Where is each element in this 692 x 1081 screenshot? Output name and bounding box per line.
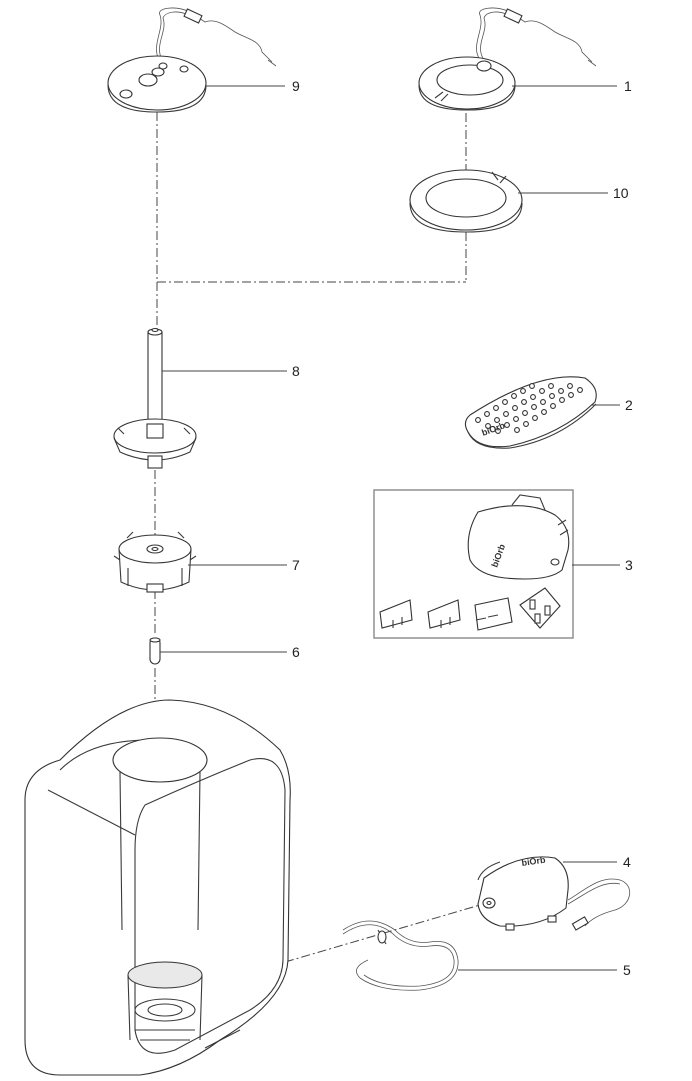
part-8-filter-tube: [113, 327, 197, 469]
callout-8: 8: [292, 363, 300, 379]
part-10-lid-ring: [409, 169, 523, 233]
part-1-light-lid-open: [418, 7, 597, 111]
callout-2: 2: [625, 397, 633, 413]
plug-us-1: [379, 599, 413, 629]
callout-4: 4: [623, 854, 631, 870]
callout-5: 5: [623, 962, 631, 978]
callout-7: 7: [292, 557, 300, 573]
part-7-filter-housing: [113, 531, 197, 593]
part-3-power-adapter-set: biOrb: [373, 489, 574, 639]
plug-uk: [519, 587, 561, 629]
part-9-light-lid: [107, 7, 277, 113]
tank-body: [24, 699, 291, 1076]
adapter-set-frame: [373, 489, 574, 639]
pump-logo-text: biOrb: [521, 855, 547, 868]
part-2-remote-control: biOrb: [464, 376, 597, 449]
part-5-air-tube: [342, 920, 459, 991]
part-6-connector: [149, 637, 161, 665]
plug-eu: [474, 597, 513, 631]
leader-lines: [160, 85, 620, 971]
callout-9: 9: [292, 78, 300, 94]
callout-1: 1: [624, 78, 632, 94]
plug-us-2: [427, 599, 461, 629]
callout-3: 3: [625, 557, 633, 573]
part-4-air-pump: biOrb: [477, 855, 630, 931]
callout-labels: 9 1 10 8 2 3 7 6 4 5: [292, 78, 633, 978]
callout-10: 10: [613, 185, 629, 201]
callout-6: 6: [292, 644, 300, 660]
